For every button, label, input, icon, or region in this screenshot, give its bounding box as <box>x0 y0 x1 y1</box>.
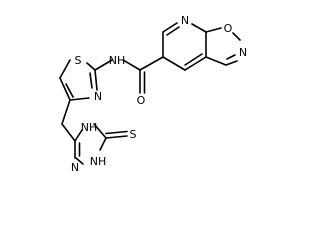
bond <box>162 22 178 33</box>
bond <box>184 56 207 71</box>
bond <box>205 56 227 66</box>
atom-n-triazole: N <box>71 161 79 174</box>
bond <box>69 97 90 101</box>
bond <box>61 123 76 142</box>
bond <box>226 54 236 60</box>
atom-n-isoxazole: N <box>239 46 247 59</box>
atom-n-amide: NH <box>109 54 126 67</box>
bond <box>184 53 203 66</box>
bond <box>93 123 107 139</box>
bond <box>162 56 186 71</box>
atom-s-thiazole: S <box>75 54 82 67</box>
atom-nh1-triazole: NH <box>90 155 107 168</box>
bond <box>75 157 84 165</box>
bond <box>166 26 180 36</box>
bond <box>122 59 141 71</box>
bond <box>205 27 222 33</box>
atom-labels: NH S N O N O N NH N NH S <box>71 14 247 174</box>
atom-o-amide: O <box>137 94 146 107</box>
bonds <box>59 22 241 165</box>
bond <box>65 83 74 98</box>
atom-o-isoxazole: O <box>224 22 233 35</box>
bond <box>232 32 241 41</box>
bond <box>86 62 96 71</box>
bond <box>225 60 238 66</box>
bond <box>191 23 207 33</box>
bond <box>94 59 113 71</box>
bond <box>59 59 71 79</box>
bond <box>59 77 71 101</box>
bond <box>94 69 98 91</box>
bond <box>74 129 83 142</box>
atom-s-thione: S <box>130 128 137 141</box>
bond <box>105 130 128 135</box>
bond <box>139 56 164 71</box>
bond <box>89 72 93 89</box>
atom-nh4-triazole: NH <box>81 121 98 134</box>
atom-n-thiazole: N <box>94 90 102 103</box>
atom-n-pyridine: N <box>181 14 189 27</box>
molecule-structure: NH S N O N O N NH N NH S <box>59 14 247 174</box>
bond <box>61 99 71 125</box>
bond <box>99 137 107 151</box>
bond <box>105 135 128 139</box>
